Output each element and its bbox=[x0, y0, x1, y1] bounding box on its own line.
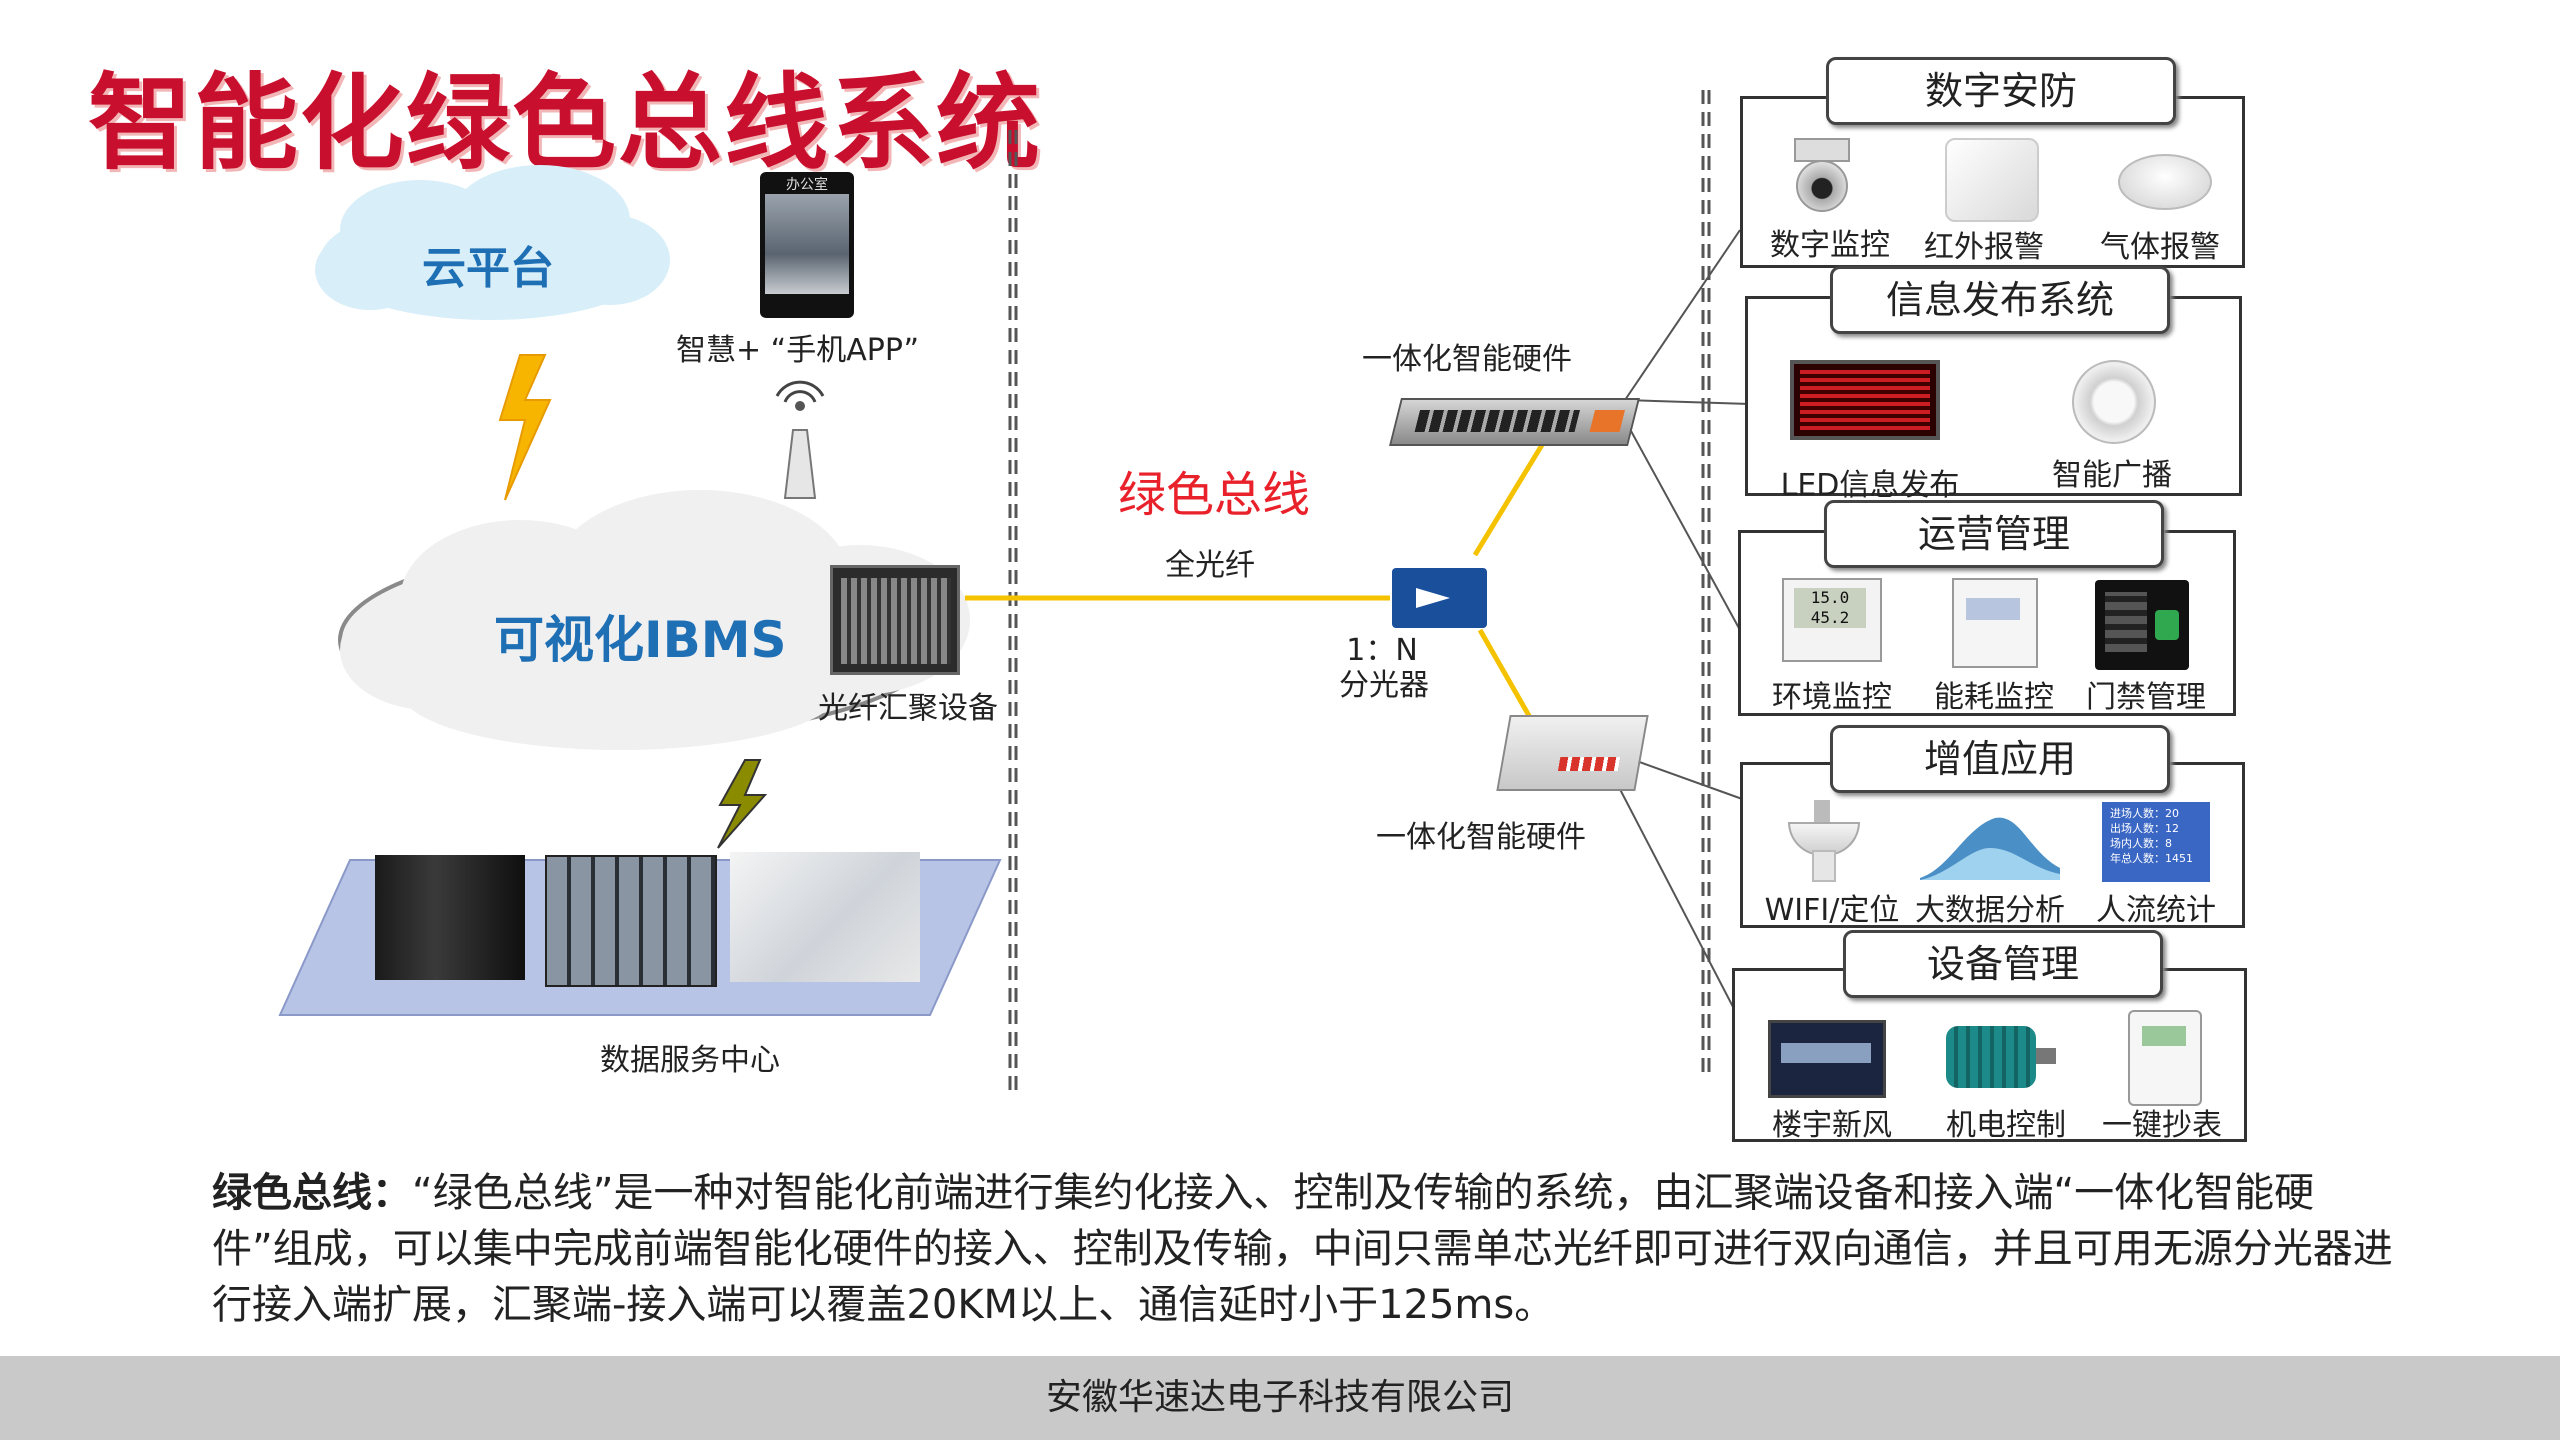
item-access-mgmt: 门禁管理 bbox=[2086, 680, 2206, 715]
phone-screen-label: 办公室 bbox=[786, 177, 828, 193]
led-display-icon bbox=[1790, 360, 1940, 440]
stat-entered: 进场人数：20 bbox=[2110, 807, 2179, 820]
server-room-photo bbox=[375, 855, 525, 980]
cloud-platform-label: 云平台 bbox=[422, 243, 554, 294]
infrared-sensor-icon bbox=[1945, 138, 2039, 222]
lightning-icon bbox=[498, 354, 552, 501]
item-env-monitoring: 环境监控 bbox=[1772, 680, 1892, 715]
mobile-app-label: 智慧+ “手机APP” bbox=[676, 333, 920, 368]
hardware-top-icon bbox=[1389, 398, 1640, 446]
group-value-added-title: 增值应用 bbox=[1830, 725, 2170, 793]
item-smart-broadcast: 智能广播 bbox=[2052, 458, 2172, 493]
item-building-hvac: 楼宇新风 bbox=[1772, 1108, 1892, 1143]
lightning-small-icon bbox=[717, 759, 768, 849]
item-electromech: 机电控制 bbox=[1946, 1108, 2066, 1143]
env-reading-2: 45.2 bbox=[1810, 608, 1850, 627]
group-operations-title: 运营管理 bbox=[1824, 500, 2164, 568]
access-control-icon bbox=[2095, 580, 2189, 670]
hardware-bottom-label: 一体化智能硬件 bbox=[1376, 820, 1586, 855]
item-led-info: LED信息发布 bbox=[1780, 468, 1960, 503]
ibms-label: 可视化IBMS bbox=[494, 611, 787, 669]
group-equipment-mgmt-title: 设备管理 bbox=[1843, 930, 2163, 998]
page-title: 智能化绿色总线系统 bbox=[88, 62, 1043, 184]
item-digital-monitoring: 数字监控 bbox=[1770, 228, 1890, 263]
motor-icon bbox=[1940, 1018, 2060, 1098]
hardware-top-label: 一体化智能硬件 bbox=[1362, 342, 1572, 377]
stat-inside: 场内人数：8 bbox=[2110, 837, 2172, 850]
stat-yearly: 年总人数：1451 bbox=[2110, 852, 2193, 865]
smart-speaker-icon bbox=[2072, 360, 2156, 444]
group-info-publishing-title: 信息发布系统 bbox=[1830, 266, 2170, 334]
monitor-wall-photo bbox=[545, 855, 717, 987]
building-hvac-icon bbox=[1768, 1020, 1886, 1098]
phone-icon: 办公室 bbox=[760, 172, 854, 318]
splitter-ratio: 1：N bbox=[1346, 633, 1418, 668]
item-big-data: 大数据分析 bbox=[1915, 893, 2065, 928]
aggregator-label: 光纤汇聚设备 bbox=[818, 691, 998, 726]
big-data-chart-icon bbox=[1920, 817, 2060, 880]
group-digital-security-title: 数字安防 bbox=[1826, 57, 2176, 125]
footer-bar: 安徽华速达电子科技有限公司 bbox=[0, 1356, 2560, 1440]
item-meter-read: 一键抄表 bbox=[2102, 1108, 2222, 1143]
energy-meter-icon bbox=[1952, 578, 2038, 668]
description-body: “绿色总线”是一种对智能化前端进行集约化接入、控制及传输的系统，由汇聚端设备和接… bbox=[212, 1170, 2393, 1328]
antenna-icon bbox=[775, 380, 825, 499]
fiber-aggregator-icon bbox=[830, 565, 960, 675]
environment-monitor-icon: 15.0 45.2 bbox=[1782, 578, 1882, 662]
data-center-label: 数据服务中心 bbox=[600, 1043, 780, 1078]
item-people-flow: 人流统计 bbox=[2096, 893, 2216, 928]
stat-exited: 出场人数：12 bbox=[2110, 822, 2179, 835]
wifi-ap-icon bbox=[1782, 800, 1862, 882]
smart-meter-icon bbox=[2128, 1010, 2202, 1106]
env-reading-1: 15.0 bbox=[1810, 588, 1850, 607]
hardware-bottom-icon bbox=[1496, 715, 1649, 791]
footer-company: 安徽华速达电子科技有限公司 bbox=[1045, 1377, 1514, 1418]
green-bus-label: 绿色总线 bbox=[1118, 467, 1311, 523]
fiber-top-line bbox=[1472, 438, 1548, 557]
operators-photo bbox=[730, 852, 920, 982]
dome-camera-icon bbox=[1788, 138, 1852, 218]
description-lead: 绿色总线： bbox=[212, 1170, 412, 1216]
full-fiber-label: 全光纤 bbox=[1165, 548, 1255, 583]
splitter-icon bbox=[1392, 568, 1487, 628]
people-count-screen: 进场人数：20 出场人数：12 场内人数：8 年总人数：1451 bbox=[2102, 802, 2210, 882]
splitter-label: 分光器 bbox=[1339, 668, 1429, 703]
item-gas-alarm: 气体报警 bbox=[2100, 230, 2220, 265]
description: 绿色总线：“绿色总线”是一种对智能化前端进行集约化接入、控制及传输的系统，由汇聚… bbox=[212, 1165, 2412, 1333]
item-wifi-location: WIFI/定位 bbox=[1764, 893, 1900, 928]
cloud-platform-shape bbox=[315, 165, 670, 320]
item-energy-monitoring: 能耗监控 bbox=[1934, 680, 2054, 715]
item-infrared-alarm: 红外报警 bbox=[1924, 230, 2044, 265]
gas-detector-icon bbox=[2118, 140, 2212, 210]
